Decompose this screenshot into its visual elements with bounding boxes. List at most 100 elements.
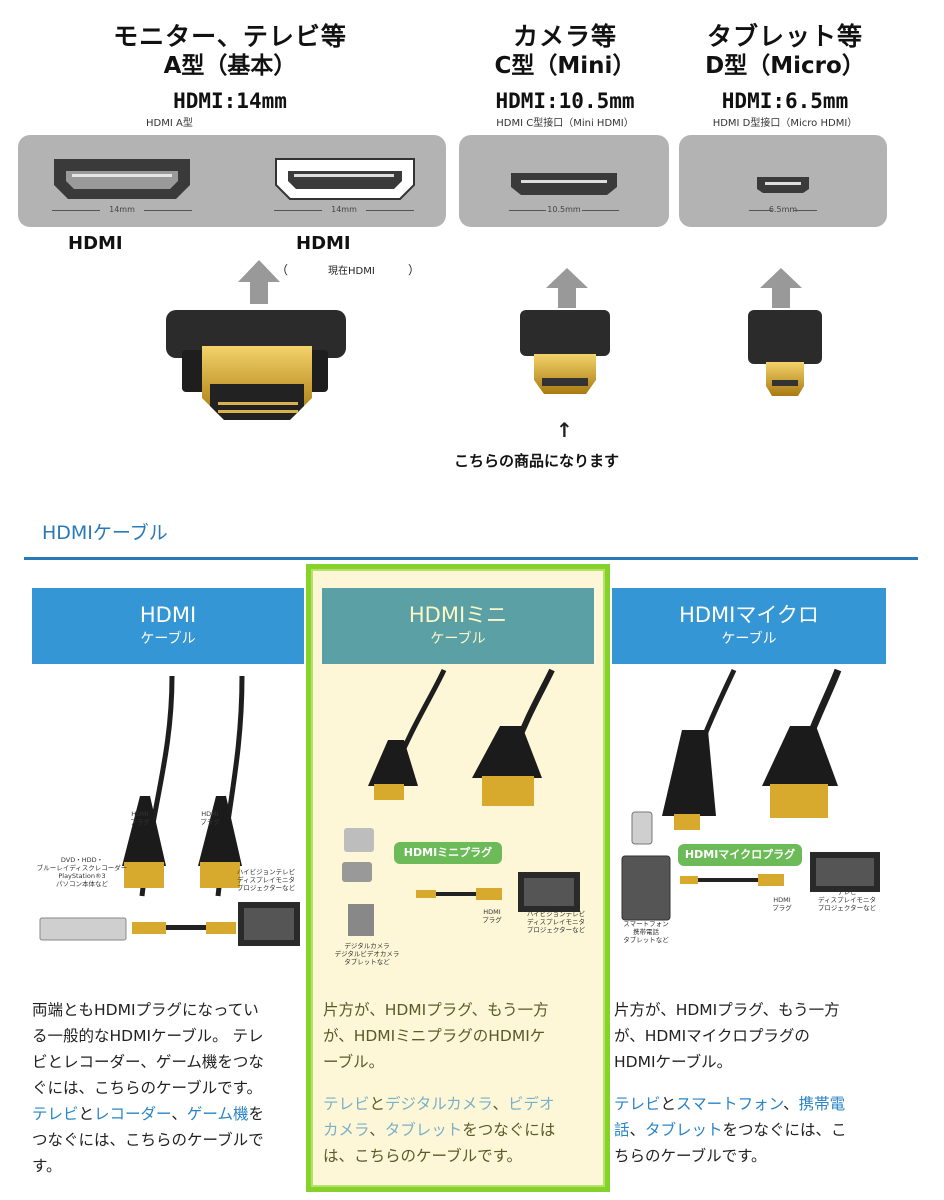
device-right-label: ハイビジョンテレビ ディスプレイモニタ プロジェクターなど <box>236 868 296 892</box>
type-a-size: HDMI:14mm <box>173 89 287 113</box>
hdmi-mini-cable-illustration <box>342 668 580 936</box>
type-d-header: タブレット等 D型（Micro） HDMI:6.5mm HDMI D型接口（Mi… <box>675 22 895 130</box>
hdmi-mini-description: 片方が、HDMIプラグ、もう一方 が、HDMIミニプラグのHDMIケ ーブル。 … <box>323 997 595 1169</box>
link-video-camera[interactable]: ビデオ <box>507 1095 555 1113</box>
sep-text: 、 <box>171 1105 187 1123</box>
type-a-label-right: HDMI <box>296 233 351 254</box>
column-subtitle: ケーブル <box>140 631 196 647</box>
link-tv[interactable]: テレビ <box>323 1095 370 1113</box>
link-video-camera[interactable]: カメラ <box>323 1121 370 1139</box>
device-left-label: スマートフォン 携帯電話 タブレットなど <box>623 920 669 944</box>
link-mobile-phone[interactable]: 携帯電 <box>798 1095 846 1113</box>
type-c-header: カメラ等 C型（Mini） HDMI:10.5mm HDMI C型接口（Mini… <box>455 22 675 130</box>
link-tv[interactable]: テレビ <box>32 1105 79 1123</box>
product-note: こちらの商品になります <box>454 452 620 470</box>
desc-line: HDMIケーブル。 <box>614 1053 733 1071</box>
type-d-dim: 6.5mm <box>749 205 817 214</box>
device-left-label: デジタルカメラ デジタルビデオカメラ タブレットなど <box>334 942 400 966</box>
paren-open: （ <box>276 263 289 277</box>
conj-text: と <box>660 1095 677 1113</box>
hdmi-a-port-outline-icon <box>275 158 415 200</box>
paren-close: ） <box>408 263 421 277</box>
hdmi-d-plug-image <box>748 310 822 396</box>
device-right-label: ハイビジョンテレビ ディスプレイモニタ プロジェクターなど <box>526 910 586 934</box>
type-c-size: HDMI:10.5mm <box>495 89 635 113</box>
hdmi-a-plug-image <box>166 310 346 420</box>
type-c-line1: カメラ等 <box>512 22 617 51</box>
plug-label: HDMI プラグ <box>772 896 792 912</box>
type-a-port-panel: 14mm 14mm <box>18 135 446 227</box>
conj-text: と <box>369 1095 386 1113</box>
hdmi-micro-description: 片方が、HDMIプラグ、もう一方 が、HDMIマイクロプラグの HDMIケーブル… <box>614 997 894 1169</box>
tail-text: をつなぐには、こ <box>722 1121 847 1139</box>
type-a-dim-left: 14mm <box>52 205 192 214</box>
sep-text: 、 <box>629 1121 646 1139</box>
pointer-arrow: ↑ <box>556 418 573 442</box>
link-smartphone[interactable]: スマートフォン <box>676 1095 784 1113</box>
type-a-label-right-sub: 現在HDMI <box>328 266 375 277</box>
type-a-header: モニター、テレビ等 A型（基本） HDMI:14mm HDMI A型 <box>90 22 370 130</box>
type-a-label-left: HDMI <box>68 233 123 254</box>
type-a-line1: モニター、テレビ等 <box>113 22 347 51</box>
column-subtitle: ケーブル <box>430 631 486 647</box>
link-recorder[interactable]: レコーダー <box>94 1105 172 1123</box>
sep-text: 、 <box>492 1095 508 1113</box>
micro-plug-tag: HDMIマイクロプラグ <box>678 844 802 866</box>
link-tv[interactable]: テレビ <box>614 1095 661 1113</box>
hdmi-d-port-icon <box>757 177 809 193</box>
link-mobile-phone[interactable]: 話 <box>614 1121 630 1139</box>
desc-line: ぐには、こちらのケーブルです。 <box>32 1079 263 1097</box>
type-c-dim: 10.5mm <box>509 205 619 214</box>
mini-plug-tag: HDMIミニプラグ <box>394 842 502 864</box>
tail-text: をつなぐには <box>462 1121 556 1139</box>
hdmi-c-plug-image <box>520 310 610 394</box>
desc-line: 片方が、HDMIプラグ、もう一方 <box>614 1001 840 1019</box>
column-hdmi-micro-header: HDMIマイクロ ケーブル <box>612 588 886 664</box>
desc-line: ーブル。 <box>323 1053 385 1071</box>
link-tablet[interactable]: タブレット <box>645 1121 723 1139</box>
section-divider <box>24 557 918 560</box>
desc-line: る一般的なHDMIケーブル。 テレ <box>32 1027 264 1045</box>
arrow-up-icon <box>546 268 588 308</box>
type-d-caption: HDMI D型接口（Micro HDMI） <box>712 118 858 129</box>
hdmi-micro-cable-illustration <box>621 668 880 921</box>
sep-text: 、 <box>783 1095 799 1113</box>
type-d-line1: タブレット等 <box>706 22 863 51</box>
column-hdmi-header: HDMI ケーブル <box>32 588 304 664</box>
column-subtitle: ケーブル <box>721 631 777 647</box>
desc-line: が、HDMIマイクロプラグの <box>614 1027 810 1045</box>
arrow-up-icon <box>238 260 280 304</box>
hdmi-a-port-icon <box>54 159 190 199</box>
device-right-label: テレビ ディスプレイモニタ プロジェクターなど <box>817 888 877 912</box>
column-hdmi: HDMI ケーブル HDMI プラグ HDMI プラグ DVD・HDD・ ブルー… <box>32 588 304 946</box>
type-d-port-panel: 6.5mm <box>679 135 887 227</box>
link-digital-camera[interactable]: デジタルカメラ <box>385 1095 493 1113</box>
tail-text: は、こちらのケーブルです。 <box>323 1147 523 1165</box>
hdmi-cable-illustration <box>39 675 300 946</box>
desc-line: 片方が、HDMIプラグ、もう一方 <box>323 1001 549 1019</box>
column-hdmi-mini: HDMIミニ ケーブル HDMIミニプラグ HDMI プラグ デジタルカメラ デ… <box>322 588 594 966</box>
plug-label: HDMI プラグ <box>130 810 150 826</box>
link-tablet[interactable]: タブレット <box>384 1121 463 1139</box>
column-title: HDMI <box>139 603 197 627</box>
conj-text: と <box>78 1105 95 1123</box>
column-hdmi-mini-header: HDMIミニ ケーブル <box>322 588 594 664</box>
desc-line: ビとレコーダー、ゲーム機をつな <box>32 1053 264 1071</box>
hdmi-description: 両端ともHDMIプラグになってい る一般的なHDMIケーブル。 テレ ビとレコー… <box>32 997 312 1179</box>
connector-diagram: モニター、テレビ等 A型（基本） HDMI:14mm HDMI A型 カメラ等 … <box>0 0 944 490</box>
type-d-line2: D型（Micro） <box>705 53 865 79</box>
desc-line: が、HDMIミニプラグのHDMIケ <box>323 1027 546 1045</box>
plug-label: HDMI プラグ <box>482 908 502 924</box>
type-a-dim-right: 14mm <box>274 205 414 214</box>
column-hdmi-micro: HDMIマイクロ ケーブル HDMIマイクロプラグ HDMI プラグ スマートフ… <box>612 588 886 944</box>
plug-label: HDMI プラグ <box>200 810 220 826</box>
type-c-caption: HDMI C型接口（Mini HDMI） <box>496 118 634 129</box>
hdmi-c-port-icon <box>511 173 617 195</box>
link-game[interactable]: ゲーム機 <box>186 1105 249 1123</box>
sep-text: 、 <box>369 1121 385 1139</box>
type-a-line2: A型（基本） <box>163 53 297 79</box>
type-d-size: HDMI:6.5mm <box>721 89 849 113</box>
type-c-port-panel: 10.5mm <box>459 135 669 227</box>
column-title: HDMIマイクロ <box>679 603 819 627</box>
tail-text: つなぐには、こちらのケーブルで <box>32 1131 264 1149</box>
